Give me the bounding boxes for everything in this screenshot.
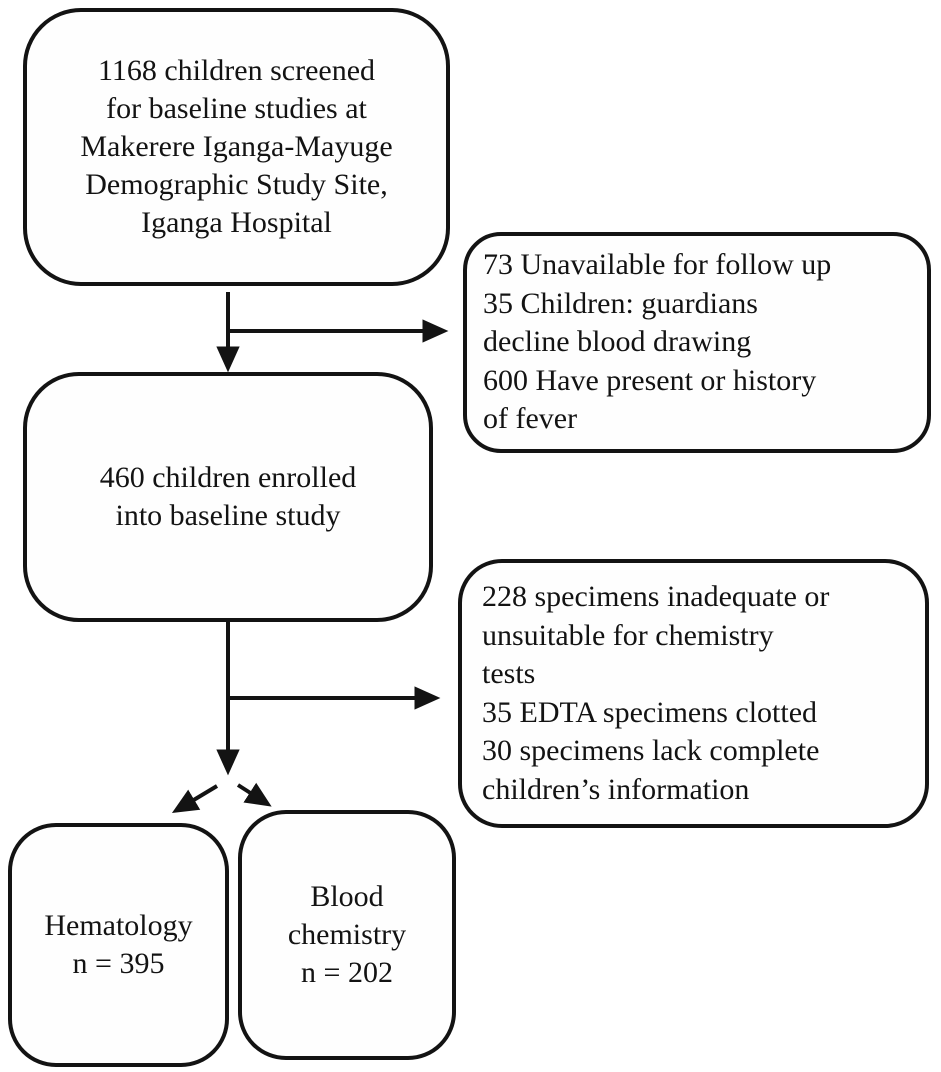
arrow-split-to-hematology [171,784,219,814]
node-excluded-followup-text: 73 Unavailable for follow up 35 Children… [483,248,832,436]
node-excluded-specimens: 228 specimens inadequate or unsuitable f… [458,559,929,828]
node-enrolled-text: 460 children enrolled into baseline stud… [99,461,357,532]
node-blood-chemistry: Blood chemistry n = 202 [238,810,456,1060]
node-hematology: Hematology n = 395 [8,823,229,1067]
node-excluded-specimens-text: 228 specimens inadequate or unsuitable f… [482,580,830,806]
node-enrolled: 460 children enrolled into baseline stud… [23,372,433,622]
node-screened-text: 1168 children screened for baseline stud… [80,54,393,239]
node-excluded-followup: 73 Unavailable for follow up 35 Children… [463,232,931,453]
node-screened: 1168 children screened for baseline stud… [23,8,450,286]
node-hematology-text: Hematology n = 395 [44,909,193,980]
arrow-split-to-blood-chemistry [236,782,272,807]
node-blood-chemistry-text: Blood chemistry n = 202 [287,880,407,989]
